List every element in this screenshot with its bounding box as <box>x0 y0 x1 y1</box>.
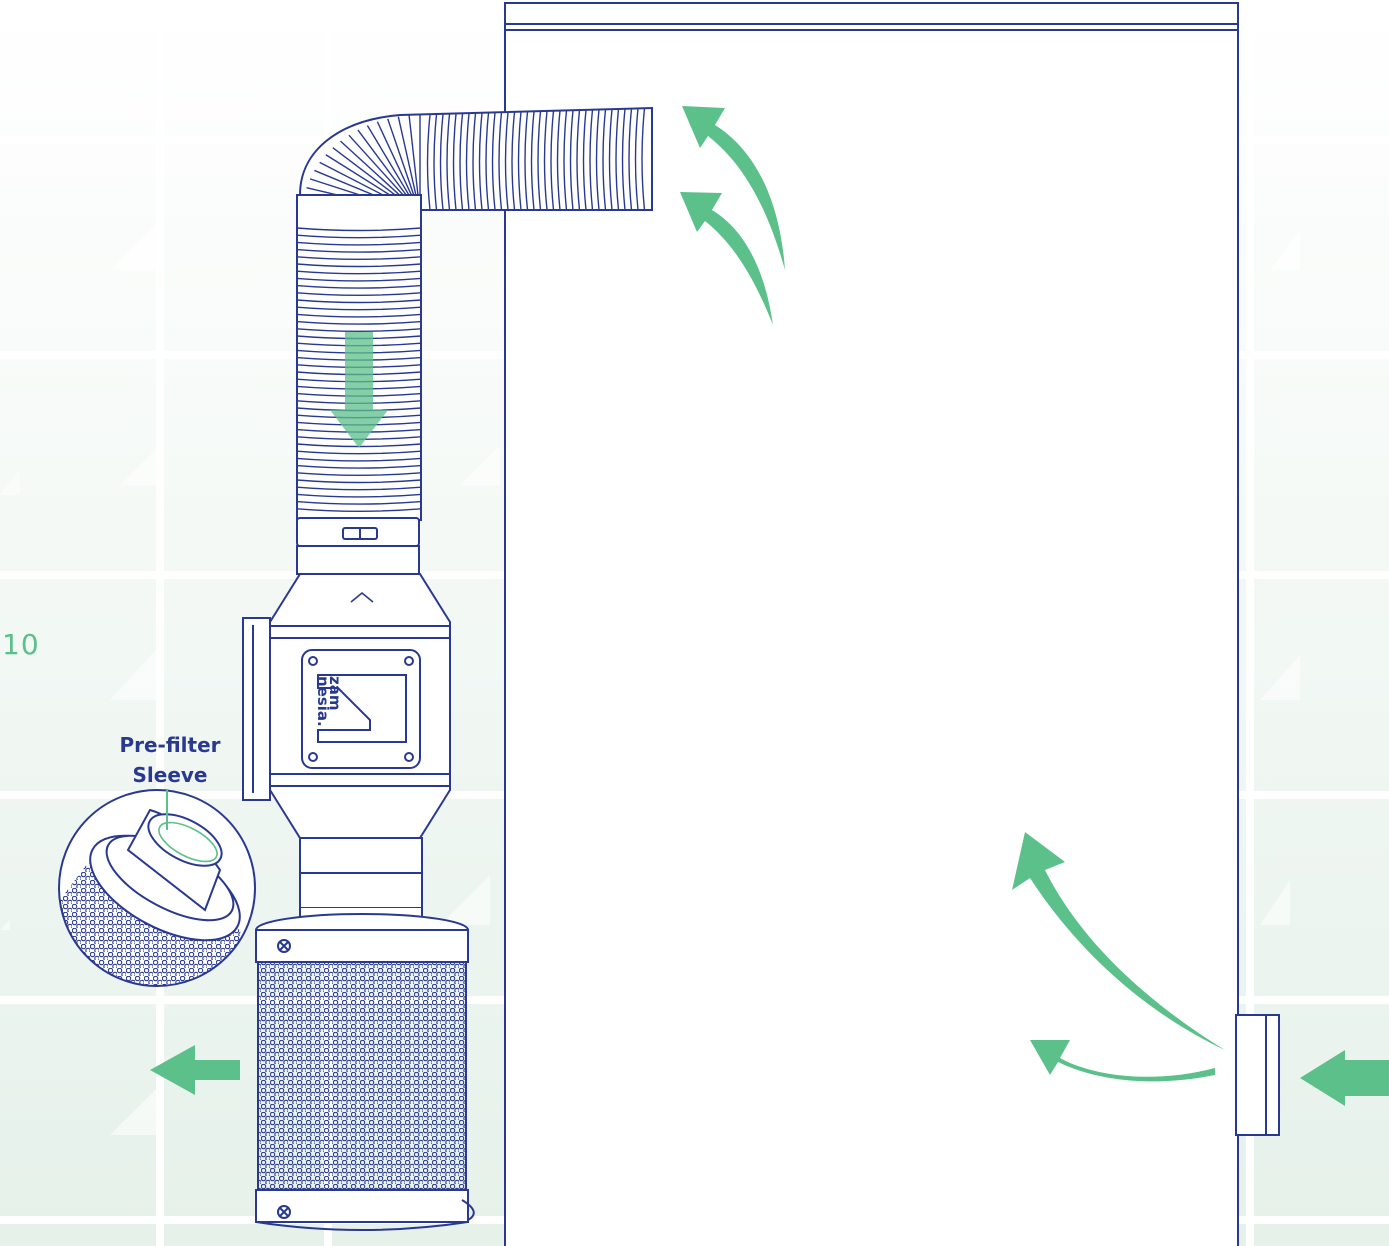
callout-line1: Pre-filter <box>100 730 240 760</box>
prefilter-sleeve-label: Pre-filter Sleeve <box>100 730 240 790</box>
intake-vent <box>1236 1015 1279 1135</box>
fan-brand-line2: nesia. <box>314 676 332 727</box>
step-number: 10 <box>2 628 40 661</box>
callout-line2: Sleeve <box>100 760 240 790</box>
carbon-filter <box>256 908 474 1230</box>
